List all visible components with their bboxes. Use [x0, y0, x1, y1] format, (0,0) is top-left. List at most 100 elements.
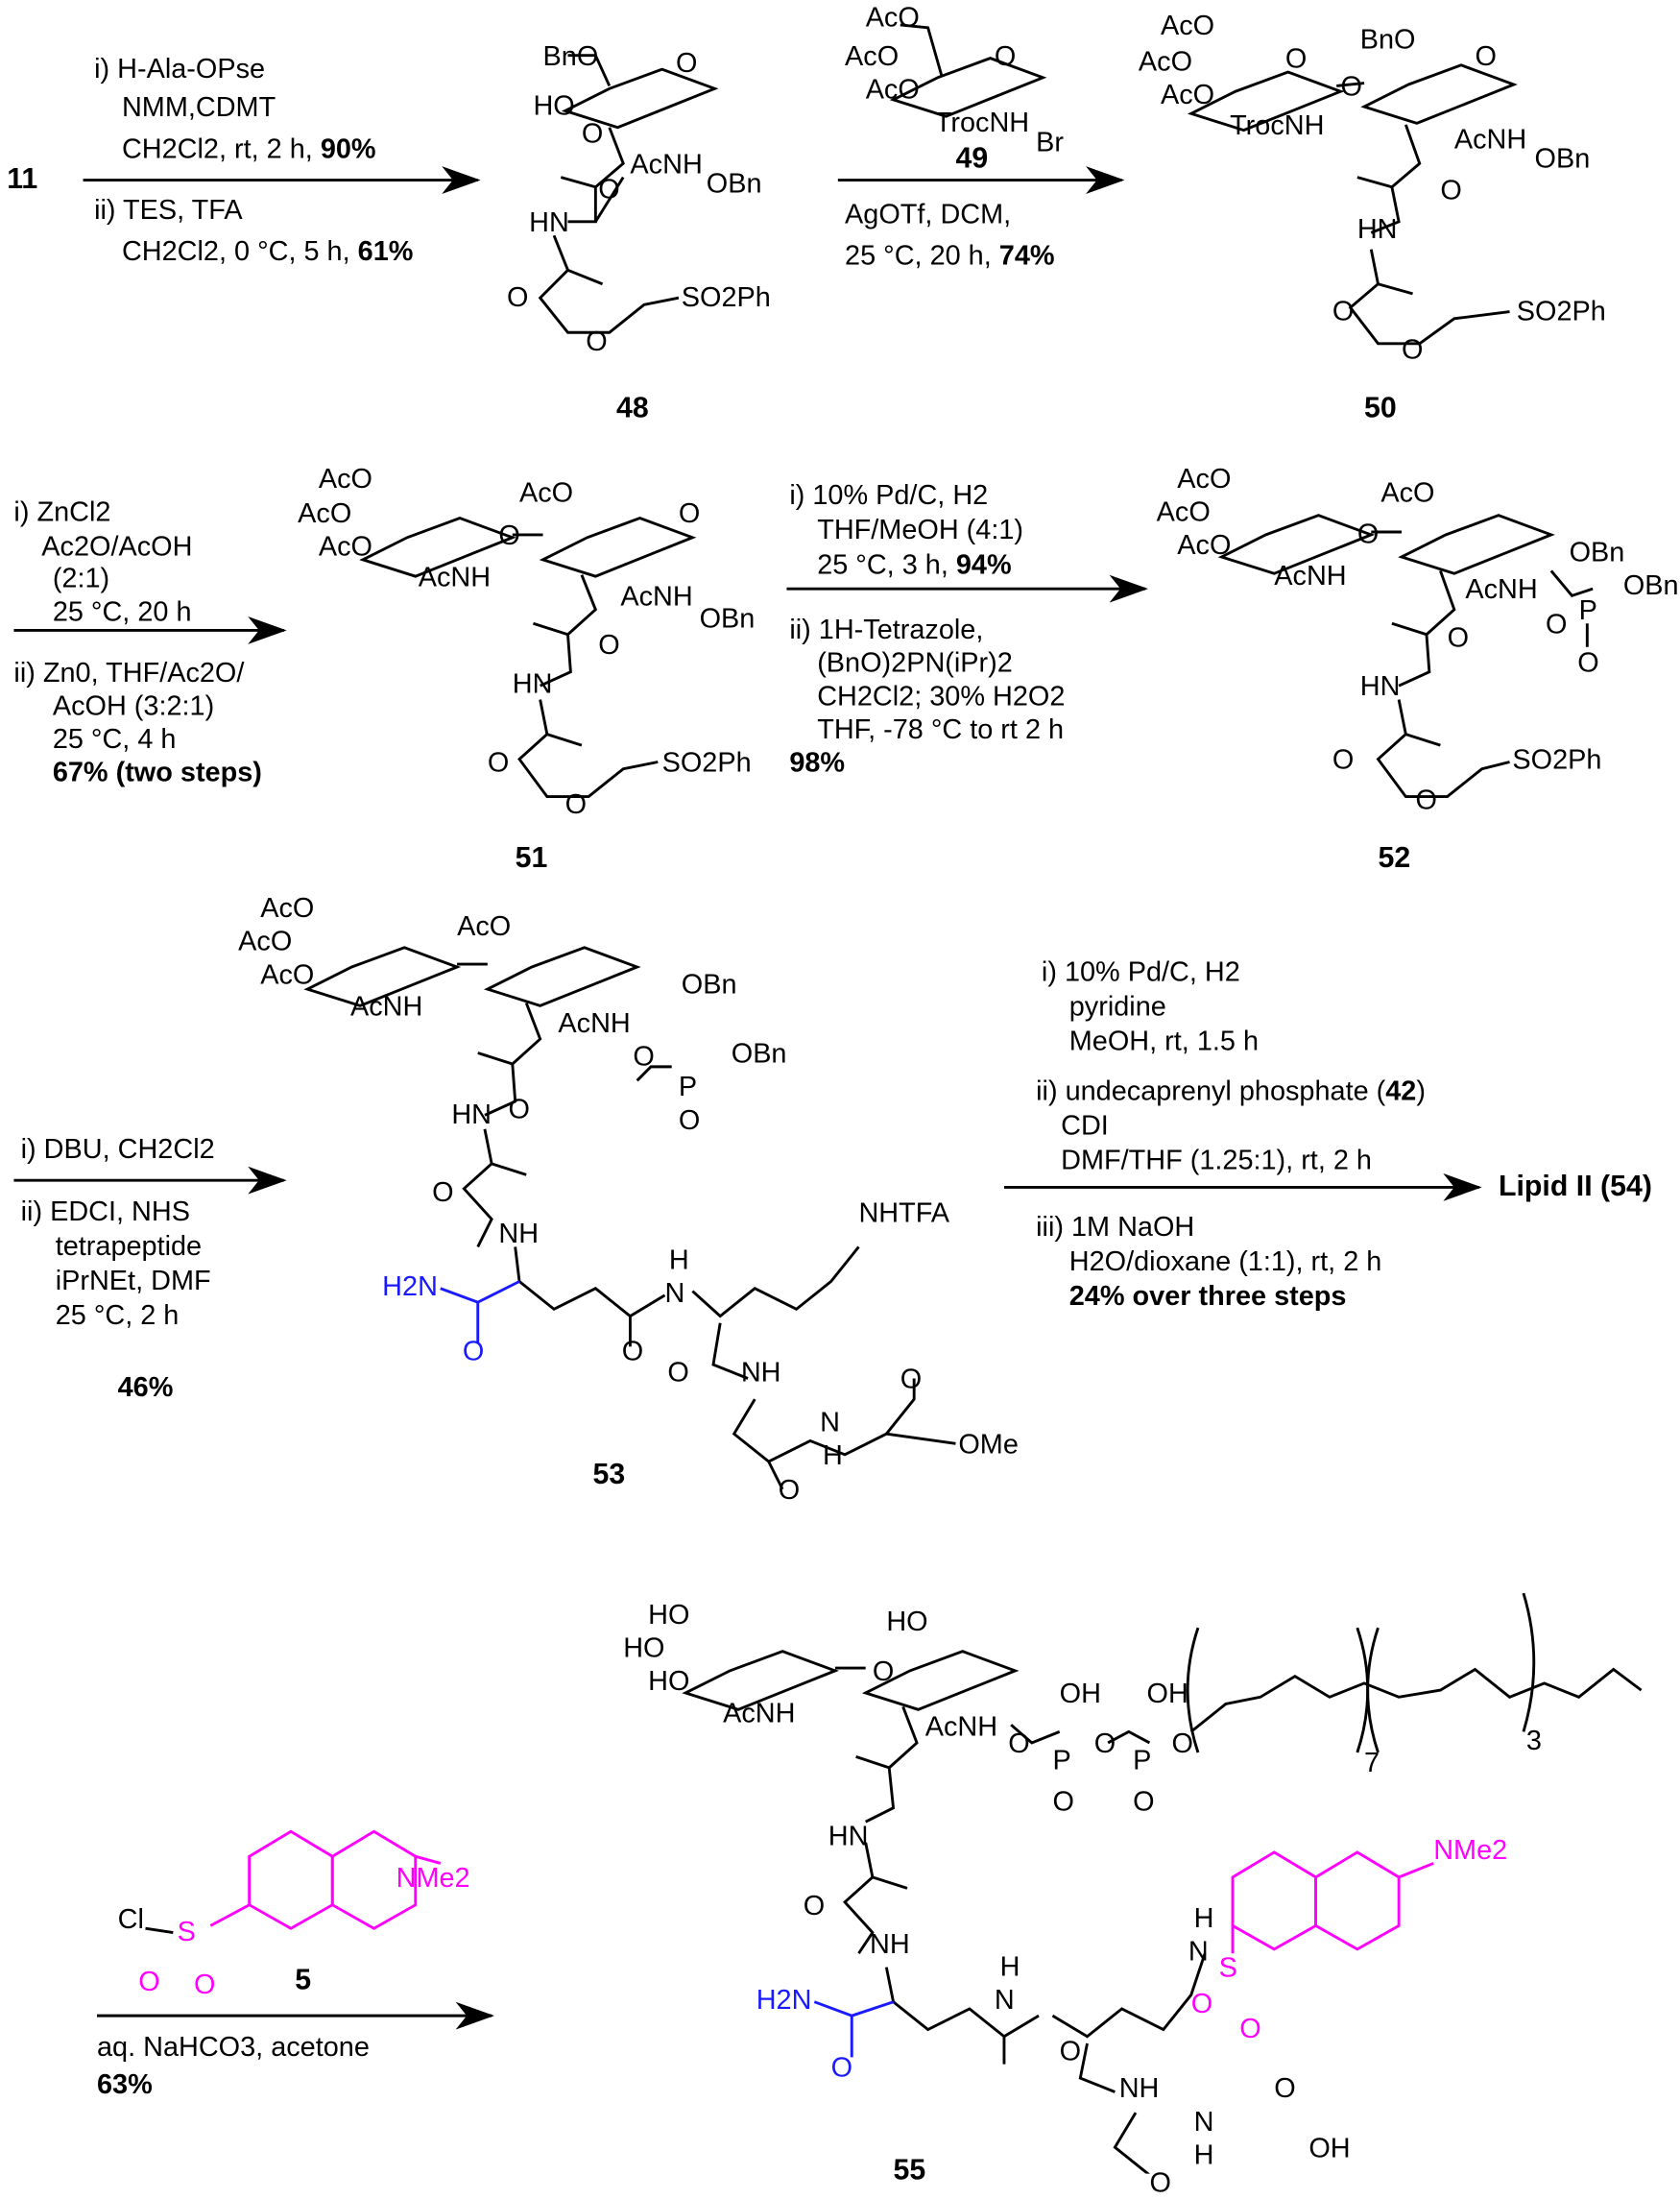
- condition-line: AcOH (3:2:1): [52, 690, 215, 722]
- compound-label: 53: [592, 1459, 626, 1491]
- atom-label: O: [1475, 41, 1497, 73]
- atom-label: AcO: [318, 464, 372, 495]
- atom-label: H: [1193, 2139, 1214, 2171]
- atom-label: NH: [498, 1219, 540, 1250]
- atom-label: O: [872, 1656, 895, 1688]
- condition-line: i) H-Ala-OPse: [94, 54, 266, 85]
- compound-label: 50: [1364, 392, 1397, 424]
- yield: 46%: [117, 1372, 174, 1404]
- atom-label: O: [676, 48, 698, 80]
- atom-label: O: [1171, 1728, 1193, 1760]
- atom-label: P: [1052, 1745, 1071, 1776]
- atom-label: O: [667, 1357, 689, 1389]
- product-label: Lipid II (54): [1499, 1171, 1652, 1203]
- atom-label: O: [830, 2053, 853, 2084]
- atom-label: AcO: [1177, 530, 1232, 562]
- atom-label: BnO: [542, 41, 599, 73]
- atom-label: NHTFA: [858, 1197, 950, 1229]
- condition-text: CH2Cl2, rt, 2 h,: [121, 133, 321, 165]
- atom-label: O: [462, 1337, 485, 1367]
- condition-line: i) DBU, CH2Cl2: [20, 1134, 215, 1166]
- atom-label: O: [581, 119, 604, 150]
- atom-label: O: [1059, 2036, 1082, 2067]
- condition-line: DMF/THF (1.25:1), rt, 2 h: [1061, 1146, 1372, 1176]
- compound-label: 52: [1378, 842, 1411, 875]
- atom-label: NH: [1118, 2073, 1160, 2105]
- atom-label: AcO: [318, 531, 372, 563]
- atom-label: OH: [1308, 2133, 1351, 2164]
- condition-line: ii) TES, TFA: [94, 195, 243, 227]
- atom-label: O: [900, 1365, 923, 1395]
- compound-label: 51: [515, 842, 548, 875]
- atom-label: O: [1356, 520, 1380, 550]
- atom-label: N: [994, 1985, 1015, 2017]
- yield: 61%: [357, 236, 414, 268]
- atom-label: O: [507, 282, 529, 314]
- condition-line: MeOH, rt, 1.5 h: [1068, 1027, 1260, 1057]
- atom-label: H: [822, 1440, 843, 1472]
- compound-11-label: 11: [7, 163, 38, 196]
- atom-label: AcNH: [723, 1698, 796, 1729]
- atom-label: O: [1274, 2073, 1296, 2105]
- condition-line: NMM,CDMT: [121, 92, 276, 124]
- condition-line: 25 °C, 4 h: [52, 724, 177, 756]
- atom-label: O: [1332, 745, 1355, 776]
- atom-label: AcNH: [630, 149, 703, 181]
- yield: 94%: [955, 549, 1012, 581]
- condition-line: 25 °C, 3 h, 94%: [817, 548, 1011, 582]
- condition-line: ii) EDCI, NHS: [20, 1196, 190, 1228]
- atom-label: O: [1440, 176, 1462, 206]
- atom-label: S: [177, 1917, 196, 1948]
- atom-label: NMe2: [1433, 1835, 1508, 1867]
- atom-label: N: [1188, 1936, 1209, 1968]
- condition-line: ii) undecaprenyl phosphate (42): [1036, 1075, 1426, 1109]
- atom-label: H: [999, 1951, 1020, 1983]
- yield: 74%: [998, 241, 1055, 272]
- compound-ref: 42: [1385, 1075, 1417, 1107]
- atom-label: OMe: [958, 1429, 1019, 1461]
- atom-label: 3: [1525, 1726, 1542, 1757]
- atom-label: O: [1402, 335, 1424, 366]
- condition-line: ii) 1H-Tetrazole,: [789, 615, 984, 646]
- atom-label: O: [1008, 1728, 1030, 1760]
- atom-label: SO2Ph: [1512, 745, 1602, 776]
- atom-label: O: [487, 748, 510, 779]
- atom-label: O: [994, 41, 1017, 73]
- atom-label: O: [193, 1969, 216, 2001]
- atom-label: H2N: [382, 1271, 438, 1303]
- atom-label: O: [586, 326, 608, 358]
- atom-label: OBn: [699, 604, 756, 635]
- atom-label: O: [1052, 1787, 1074, 1818]
- condition-text: 25 °C, 3 h,: [817, 549, 956, 581]
- atom-label: TrocNH: [934, 108, 1030, 139]
- atom-label: O: [598, 174, 620, 205]
- atom-label: O: [1284, 44, 1308, 75]
- atom-label: HN: [529, 207, 569, 239]
- compound-label: 49: [955, 142, 989, 175]
- atom-label: P: [1133, 1745, 1152, 1776]
- atom-label: S: [1218, 1953, 1237, 1984]
- atom-label: P: [1578, 595, 1597, 627]
- atom-label: AcNH: [620, 581, 693, 613]
- atom-label: HO: [533, 91, 575, 122]
- condition-line: i) 10% Pd/C, H2: [1041, 956, 1240, 988]
- atom-label: O: [508, 1094, 530, 1125]
- atom-label: O: [778, 1475, 801, 1507]
- atom-label: Br: [1036, 127, 1064, 158]
- atom-label: P: [678, 1072, 698, 1103]
- atom-label: O: [678, 498, 701, 530]
- atom-label: O: [803, 1891, 826, 1922]
- atom-label: NH: [740, 1357, 781, 1389]
- atom-label: SO2Ph: [681, 282, 771, 314]
- atom-label: HN: [512, 668, 553, 700]
- atom-label: AcO: [1138, 47, 1193, 78]
- condition-line: AgOTf, DCM,: [845, 199, 1012, 230]
- condition-line: aq. NaHCO3, acetone: [96, 2032, 370, 2064]
- atom-label: AcO: [260, 959, 315, 991]
- atom-label: AcO: [865, 2, 920, 34]
- condition-text: 25 °C, 20 h,: [845, 241, 999, 272]
- atom-label: O: [598, 630, 620, 662]
- atom-label: HO: [623, 1632, 665, 1664]
- condition-line: THF, -78 °C to rt 2 h: [817, 714, 1065, 746]
